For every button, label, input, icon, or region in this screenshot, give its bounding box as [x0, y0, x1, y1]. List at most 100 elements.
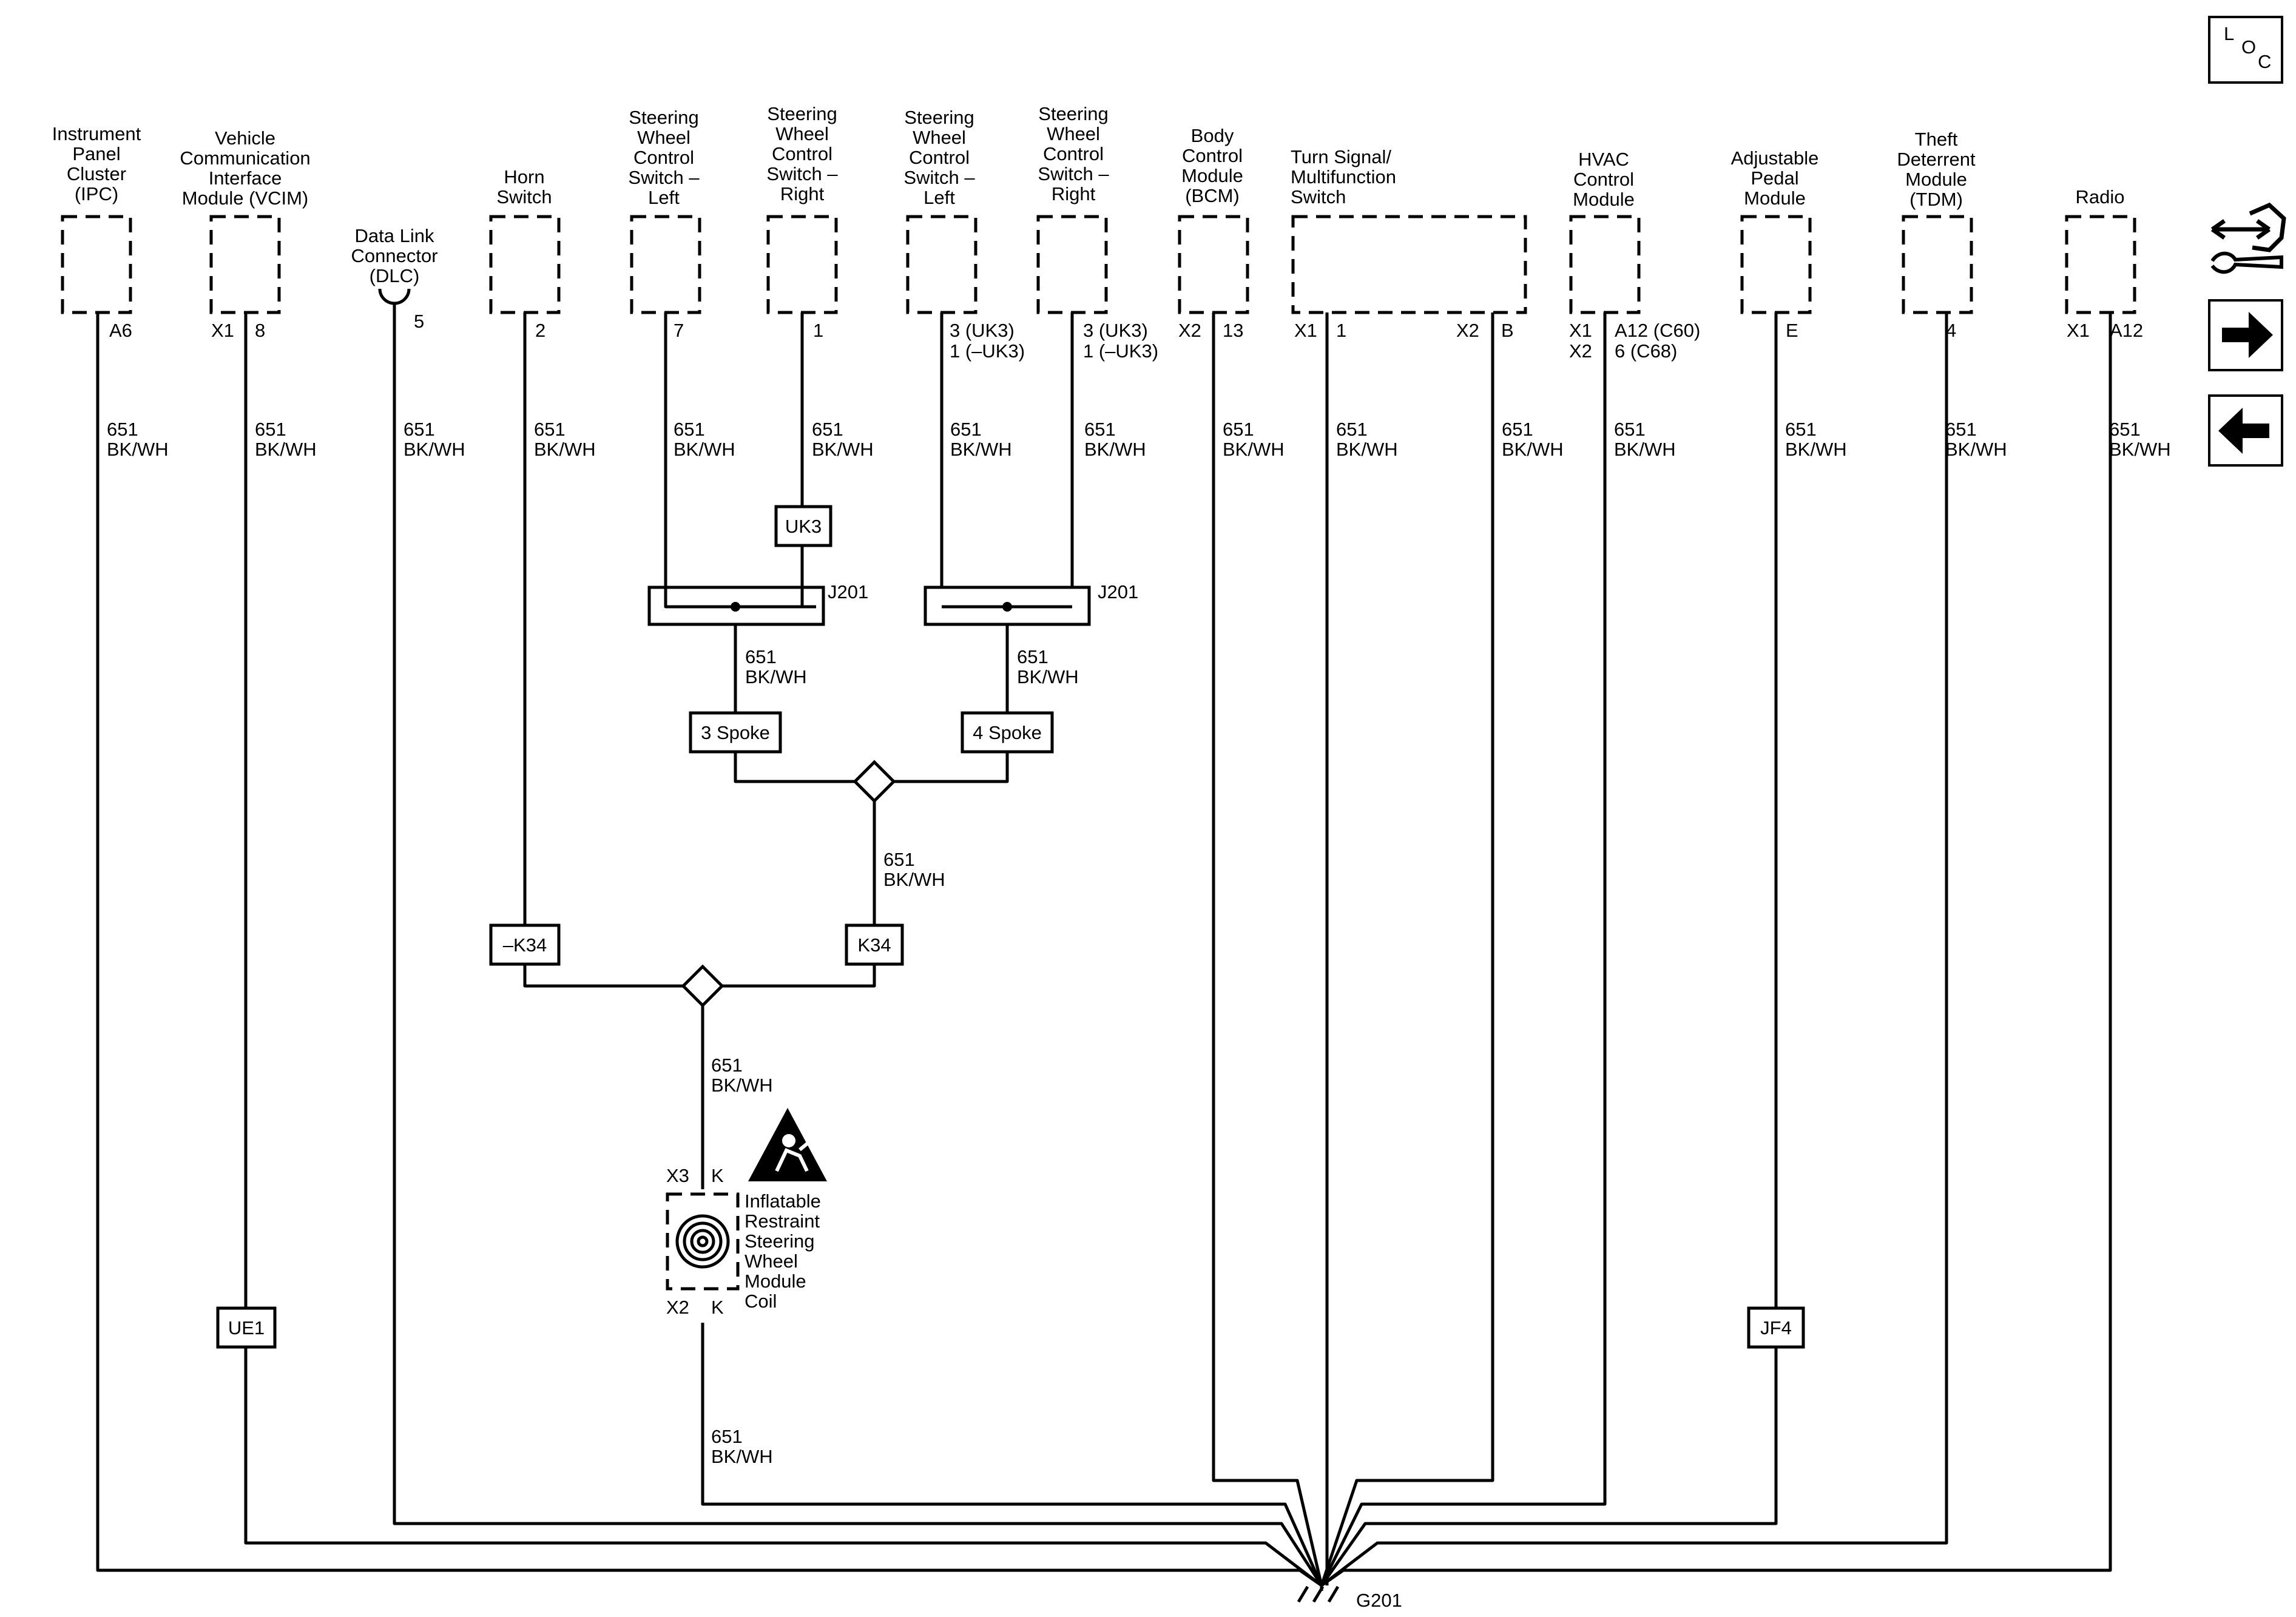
wire-circuit-swc-right-b: 651 — [1084, 419, 1116, 440]
connector-hvac-1: X1 — [1569, 320, 1592, 341]
loc-letter-o: O — [2241, 36, 2256, 58]
component-label-tdm: Module — [1905, 169, 1967, 190]
previous-page-arrow-icon[interactable] — [2208, 394, 2283, 467]
option-uk3: UK3 — [785, 516, 822, 537]
wire-dlc — [393, 303, 1323, 1587]
connector-hvac-2: X2 — [1569, 340, 1592, 362]
wire-pedal — [1320, 312, 1778, 1587]
wire-color-pedal: BK/WH — [1785, 439, 1847, 460]
wire-circuit-swc-left-b: 651 — [950, 419, 982, 440]
component-label-swc-right-a: Wheel — [775, 123, 829, 144]
component-label-bcm: Control — [1182, 145, 1243, 166]
pin-swc-right-b-2: 1 (–UK3) — [1083, 340, 1158, 362]
component-label-hvac: Module — [1573, 189, 1635, 210]
component-label-swc-left-a: Left — [648, 187, 680, 208]
pin-swc-right-a: 1 — [813, 320, 823, 341]
pin-swc-left-b-2: 1 (–UK3) — [950, 340, 1025, 362]
connector-vcim: X1 — [211, 320, 234, 341]
option-jf4: JF4 — [1760, 1317, 1792, 1338]
component-label-swc-left-b: Switch – — [903, 167, 975, 188]
wire-ipc — [96, 312, 1323, 1587]
component-label-hvac: Control — [1573, 169, 1634, 190]
wire-color-j201-b-out: BK/WH — [1017, 666, 1079, 687]
next-page-arrow-icon[interactable] — [2208, 299, 2283, 371]
component-boxes — [61, 215, 2136, 1291]
wire-horn — [523, 312, 703, 988]
j201-label-a: J201 — [828, 581, 868, 603]
wiring — [96, 303, 2112, 1587]
wire-radio — [1320, 312, 2112, 1587]
component-label-ipc: (IPC) — [75, 183, 118, 204]
component-box-turn-signal — [1291, 215, 1527, 314]
component-labels: InstrumentPanelCluster(IPC)VehicleCommun… — [52, 103, 2125, 1312]
component-label-swc-left-a: Wheel — [637, 127, 690, 148]
splice-dot-b — [1002, 602, 1012, 612]
clockspring-icon — [675, 1214, 730, 1269]
connector-bcm: X2 — [1178, 320, 1201, 341]
component-label-bcm: Module — [1181, 165, 1243, 186]
option-diamond-spoke — [853, 760, 896, 803]
wire-color-coil-ground: BK/WH — [711, 1446, 773, 1467]
wire-color-swc-left-b: BK/WH — [950, 439, 1012, 460]
component-label-pedal: Adjustable — [1731, 147, 1819, 169]
component-label-swc-left-b: Left — [923, 187, 955, 208]
wire-circuit-hvac: 651 — [1614, 419, 1646, 440]
component-label-swc-right-a: Switch – — [766, 163, 838, 184]
wire-circuit-turn-x1: 651 — [1336, 419, 1368, 440]
dlc-receptacle-symbol — [378, 288, 411, 305]
pin-vcim: 8 — [255, 320, 265, 341]
wire-color-dlc: BK/WH — [403, 439, 465, 460]
component-label-ipc: Cluster — [67, 163, 126, 184]
wire-color-bcm: BK/WH — [1223, 439, 1285, 460]
component-label-swc-left-a: Control — [633, 147, 694, 168]
connector-coil-bottom: X2 — [666, 1297, 689, 1318]
component-label-dlc: Data Link — [355, 225, 434, 246]
pin-turn-1: 1 — [1336, 320, 1346, 341]
component-label-tdm: (TDM) — [1909, 189, 1963, 210]
wire-turn-x2 — [1320, 312, 1494, 1586]
wire-circuit-j201-b-out: 651 — [1017, 646, 1048, 667]
component-box-coil — [666, 1192, 740, 1291]
component-label-vcim: Interface — [209, 167, 282, 189]
component-label-pedal: Pedal — [1751, 167, 1798, 189]
component-label-coil: Restraint — [745, 1210, 820, 1232]
pin-swc-left-a: 7 — [674, 320, 684, 341]
component-box-swc-left-a — [630, 215, 701, 314]
component-label-bcm: (BCM) — [1185, 185, 1240, 206]
component-label-swc-left-a: Switch – — [628, 167, 700, 188]
wire-color-turn-x1: BK/WH — [1336, 439, 1398, 460]
pin-tdm: 4 — [1946, 320, 1956, 341]
connector-turn-1: X1 — [1294, 320, 1317, 341]
pin-coil-top: K — [711, 1165, 724, 1186]
pin-dlc: 5 — [414, 311, 424, 332]
component-label-swc-left-a: Steering — [629, 107, 698, 128]
wire-circuit-turn-x2: 651 — [1502, 419, 1533, 440]
loc-button[interactable]: L O C — [2208, 16, 2283, 84]
pin-horn: 2 — [535, 320, 545, 341]
connector-radio: X1 — [2067, 320, 2090, 341]
airbag-warning-icon — [748, 1108, 827, 1181]
component-label-vcim: Module (VCIM) — [182, 187, 308, 209]
wire-circuit-j201-a-out: 651 — [745, 646, 777, 667]
connector-end-view-icon[interactable] — [2210, 202, 2286, 274]
component-label-hvac: HVAC — [1578, 149, 1629, 170]
wire-circuit-bcm: 651 — [1223, 419, 1254, 440]
ground-icon — [1297, 1585, 1340, 1603]
component-label-ipc: Instrument — [52, 123, 141, 144]
wire-circuit-radio: 651 — [2109, 419, 2141, 440]
wire-color-vcim: BK/WH — [255, 439, 317, 460]
component-label-horn: Switch — [496, 186, 552, 208]
wire-bcm — [1212, 312, 1323, 1586]
pin-hvac-2: 6 (C68) — [1615, 340, 1677, 362]
option-not-k34: –K34 — [503, 934, 547, 956]
component-label-swc-right-a: Control — [772, 143, 832, 164]
component-label-pedal: Module — [1744, 187, 1806, 209]
component-label-coil: Wheel — [745, 1251, 798, 1272]
component-box-bcm — [1178, 215, 1249, 314]
component-box-tdm — [1902, 215, 1973, 314]
loc-letter-c: C — [2258, 51, 2271, 72]
wire-color-swc-left-a: BK/WH — [674, 439, 735, 460]
wire-coil — [701, 1323, 1323, 1587]
connector-turn-2: X2 — [1456, 320, 1479, 341]
option-ue1: UE1 — [228, 1317, 265, 1338]
